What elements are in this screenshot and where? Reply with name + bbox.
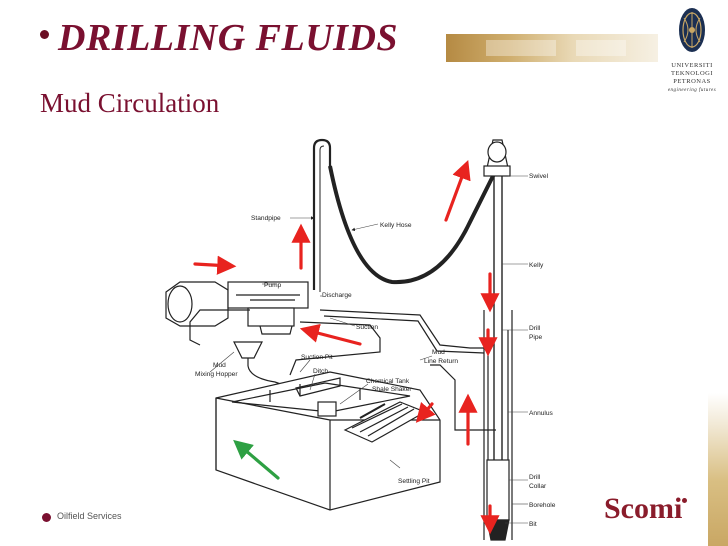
flow-arrows (193, 159, 500, 535)
label-mud-line-return-2: Line Return (424, 358, 458, 365)
label-swivel: Swivel (529, 173, 549, 180)
label-mud-mixing-hopper-2: Mixing Hopper (195, 371, 238, 378)
label-drill-pipe-2: Pipe (529, 334, 543, 341)
title-decorative-bar (446, 34, 658, 62)
kelly-hose-line (328, 165, 499, 285)
mud-line-return-pipe (319, 309, 484, 349)
label-mud-line-return-1: Mud (432, 349, 445, 356)
footer-text: Oilfield Services (57, 511, 122, 521)
footer-bullet (42, 513, 51, 522)
university-emblem-icon (679, 8, 705, 52)
label-drill-pipe-1: Drill (529, 325, 541, 332)
university-tagline: engineering futures (667, 88, 717, 93)
flow-arrow-suction (299, 323, 362, 346)
label-drill-collar-1: Drill (529, 474, 541, 481)
label-borehole: Borehole (529, 502, 556, 509)
slide-title: DRILLING FLUIDS (58, 17, 399, 59)
flow-arrow-to-pump (193, 255, 237, 275)
label-drill-collar-2: Collar (529, 483, 547, 490)
label-suction: Suction (356, 324, 378, 331)
flow-arrow-shale-shaker (415, 402, 436, 423)
mixing-hopper (233, 341, 263, 359)
university-logo: UNIVERSITI TEKNOLOGI PETRONAS engineerin… (662, 4, 722, 100)
label-shale-shaker: Shale Shaker (372, 386, 412, 393)
company-logo-dot-icon (682, 498, 687, 503)
standpipe-line (312, 138, 332, 290)
label-pump: Pump (264, 282, 282, 289)
diagram-leader-lines (209, 175, 528, 524)
label-mud-mixing-hopper-1: Mud (213, 362, 226, 369)
decorative-side-stripe (708, 0, 728, 546)
label-discharge: Discharge (322, 292, 352, 299)
flow-arrow-kelly-hose (444, 159, 471, 222)
label-ditch: Ditch (313, 368, 328, 375)
diagram-labels: Swivel Standpipe Kelly Hose Kelly Pump D… (195, 173, 556, 528)
label-chemical-tank: Chemical Tank (366, 378, 410, 385)
label-bit: Bit (529, 521, 537, 528)
mud-circulation-diagram: Swivel Standpipe Kelly Hose Kelly Pump D… (165, 138, 556, 541)
label-settling-pit: Settling Pit (398, 478, 430, 485)
slide-subtitle: Mud Circulation (40, 88, 220, 118)
title-bullet (40, 30, 49, 39)
label-kelly: Kelly (529, 262, 544, 269)
university-name-line-2: TEKNOLOGI (670, 70, 714, 77)
university-name-line-3: PETRONAS (673, 78, 711, 85)
label-suction-pit: Suction Pit (301, 354, 333, 361)
label-standpipe: Standpipe (251, 215, 281, 222)
flow-arrow-settling (233, 439, 280, 480)
rig-equipment (165, 138, 513, 541)
company-logo: Scomi (604, 492, 683, 525)
label-annulus: Annulus (529, 410, 554, 417)
university-name-line-1: UNIVERSITI (671, 62, 713, 69)
label-kelly-hose: Kelly Hose (380, 222, 412, 229)
